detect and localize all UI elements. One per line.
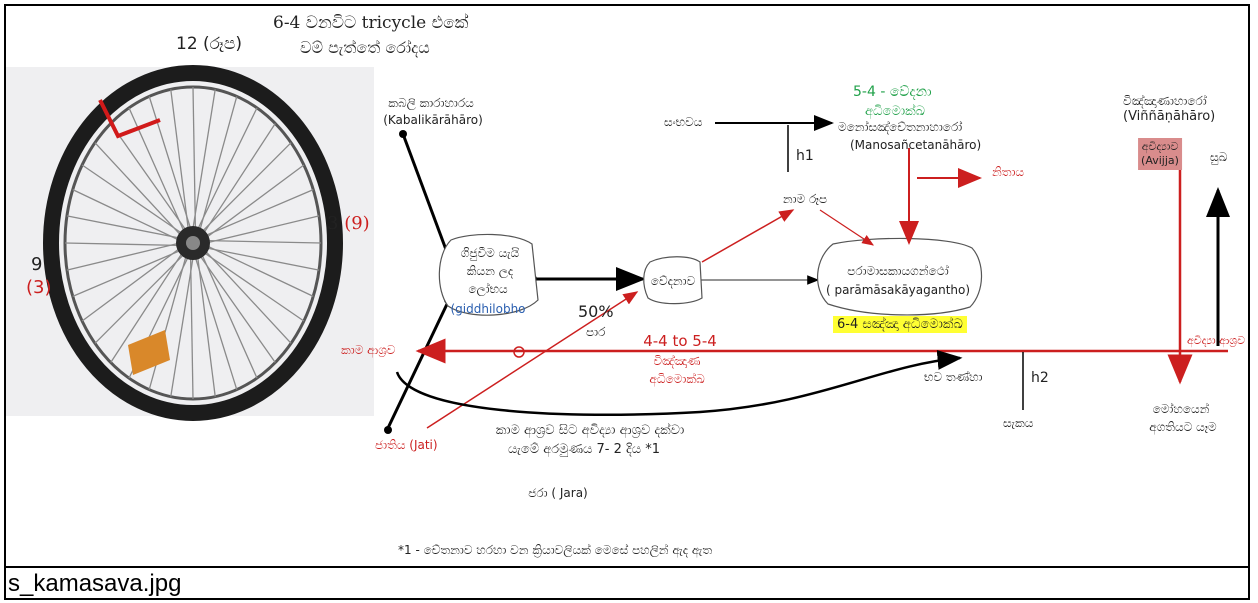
h1-label: h1 [796, 148, 814, 164]
wheel-spoke [189, 252, 194, 400]
wheel-spoke [148, 251, 188, 390]
wheel-spoke [193, 252, 238, 390]
wheel-spoke [170, 252, 195, 397]
giddhi-line-2: කියන ලද [466, 264, 514, 278]
wheel-spoke [64, 242, 184, 247]
jara-label: ජරා ( Jara) [528, 486, 588, 500]
kabali-pali-label: (Kabalikārāhāro) [383, 113, 483, 127]
wheel-spoke [202, 215, 320, 245]
wheel-spoke [199, 249, 258, 379]
arrow-label-mid: විඤ්ඤාණ [653, 354, 701, 368]
wheel-spoke [196, 252, 216, 397]
manosancetana-label: මනෝසඤ්චේතනාහාරෝ [838, 120, 963, 134]
wheel-spoke [81, 245, 184, 322]
wheel-left-label-bottom: (3) [26, 277, 52, 298]
kama-asava-label: කාම ආශ්‍රව [341, 343, 396, 357]
sakaya-label: සැකය [1003, 416, 1034, 430]
wheel-spoke [72, 189, 184, 243]
giddhi-line-3: ලෝභය [468, 282, 508, 296]
title-line-1: 6-4 වනවිට tricycle එකේ [273, 13, 469, 33]
wheel-spoke [198, 96, 238, 235]
namarupa-label: නාම රූප [782, 192, 828, 206]
arrow-label-bottom: අධිමොක්ඛ [649, 372, 705, 386]
wheel-spoke [202, 243, 314, 297]
paramasa-pali-label: ( parāmāsakāyagantho) [825, 283, 971, 297]
wheel-spoke [66, 241, 184, 271]
file-caption: s_kamasava.jpg [8, 570, 182, 597]
giddhi-pali: (giddhilobho [450, 302, 526, 316]
kabali-label: කබලි කාරාහාරය [388, 96, 474, 110]
wheel-spoke [72, 248, 185, 297]
yellow-highlight-label: 6-4 සඤ්ඤා අධිමොක්ඛ [833, 316, 967, 333]
para-label: පාර [586, 325, 606, 339]
wheel-spoke [94, 250, 188, 344]
caption-bar [4, 566, 1250, 600]
vedana-node: වේදනාව [650, 274, 696, 288]
wheel-spoke [81, 164, 187, 237]
green-label-top: 5-4 - වේදනා [853, 84, 932, 100]
wheel-spoke [198, 142, 292, 236]
wheel-spoke [66, 215, 185, 240]
wheel-right-label: 3 (9) [327, 213, 370, 234]
wheel-spoke [202, 164, 305, 241]
vinnana-label: විඤ්ඤාණාහාරෝ [1123, 94, 1207, 108]
wheel-spoke [200, 123, 276, 238]
title-line-2: වම් පැත්තේ රෝදය [300, 38, 430, 57]
wheel-spoke [201, 246, 320, 271]
figure-frame [4, 4, 1250, 568]
figure-number: 12 (රූප) [176, 34, 243, 54]
wheel-spoke [110, 248, 186, 363]
sukha-label: සුඛ [1210, 150, 1228, 164]
wheel-spoke [195, 107, 258, 234]
note-line-1: කාම ආශ්‍රව සිට අවිද්‍යා ආශ්‍රව දක්වා [495, 423, 685, 438]
moha-line-2: අගතියට යෑම [1149, 420, 1217, 434]
nirodha-label: නිතාය [992, 165, 1025, 179]
moha-line-1: මෝහයෙන් [1152, 402, 1210, 416]
manosancetana-pali-label: (Manosañcetanāhāro) [850, 138, 982, 152]
vinnana-pali-label: (Viññāṇāhāro) [1123, 109, 1216, 124]
wheel-spoke [110, 123, 190, 235]
wheel-spoke [199, 249, 305, 322]
giddhi-line-1: ගිජුවීම යැයි [460, 246, 520, 260]
wheel-spoke [196, 251, 276, 363]
avijja-box: අවිද්‍යාව(Avijja) [1138, 138, 1182, 170]
wheel-spoke [202, 239, 322, 244]
wheel-spoke [148, 96, 193, 234]
wheel-spoke [201, 189, 314, 238]
wheel-spoke [94, 142, 185, 240]
note-line-2: යැමේ අරමුණය 7- 2 දිය *1 [507, 442, 661, 457]
wheel-spoke [191, 89, 216, 234]
h2-label: h2 [1031, 370, 1049, 386]
wheel-spoke [201, 246, 292, 344]
bhava-tanha-label: භව තණ්හා [924, 370, 983, 384]
jati-label: ජාතිය (Jati) [375, 438, 438, 452]
arrow-label-top: 4-4 to 5-4 [643, 332, 717, 350]
footnote: *1 - චේතනාව හරහා වන ක්‍රියාවලියක් මෙසේ ප… [398, 543, 713, 557]
wheel-left-label-top: 9 [31, 254, 43, 275]
sambhava-label: සංභවය [664, 115, 703, 129]
bicycle-wheel-image [43, 65, 343, 421]
paramasa-label: පරාමාසකායගන්ථෝ [847, 264, 949, 278]
percent-label: 50% [578, 302, 614, 321]
wheel-spoke [170, 89, 190, 234]
green-label-bottom: අධිමොක්ඛ [865, 104, 925, 119]
avijja-asava-label: අවිද්‍යා ආශ්‍රව [1187, 334, 1246, 347]
wheel-spoke [192, 86, 197, 234]
